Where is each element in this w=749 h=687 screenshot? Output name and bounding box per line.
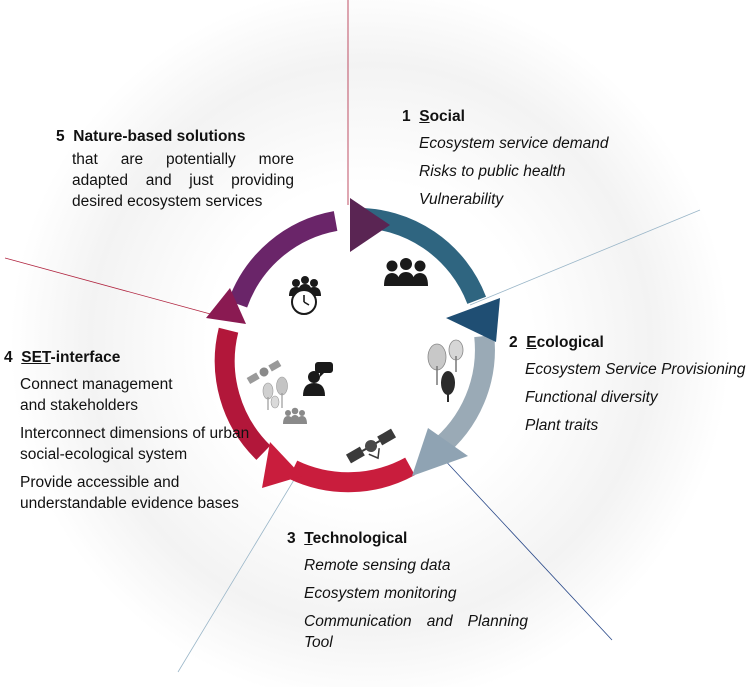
segment-social: 1 Social Ecosystem service demand Risks … xyxy=(402,106,609,217)
divider-bottom-right xyxy=(439,454,613,641)
arrowhead-nbs xyxy=(206,288,246,324)
presenter-icon xyxy=(303,362,333,396)
social-item: Vulnerability xyxy=(419,191,504,208)
segment-ecological-title-underlined: E xyxy=(526,334,537,351)
set-interface-item: Provide accessible and understandable ev… xyxy=(20,474,239,512)
divider-bottom-left xyxy=(177,469,301,673)
ring-arc-nbs xyxy=(228,211,338,308)
segment-technological-title-underlined: T xyxy=(304,530,313,547)
segment-social-number: 1 xyxy=(402,108,411,125)
people-group-icon xyxy=(384,258,428,286)
segment-set-interface-number: 4 xyxy=(4,349,13,366)
ring xyxy=(214,207,495,493)
arrowhead-ecological xyxy=(446,298,500,342)
social-item: Ecosystem service demand xyxy=(419,135,609,152)
ecological-item: Plant traits xyxy=(525,417,599,434)
ring-arrowheads xyxy=(206,198,500,488)
set-interface-item: Connect management and stakeholders xyxy=(20,376,173,414)
segment-social-heading: 1 Social xyxy=(402,106,609,127)
segment-technological-heading: 3 Technological xyxy=(287,528,537,549)
ecological-item: Ecosystem Service Provisioning xyxy=(525,361,746,378)
segment-social-title-rest: ocial xyxy=(429,108,465,125)
ring-arc-ecological xyxy=(429,335,495,459)
arrowhead-technological xyxy=(412,428,468,476)
arrowhead-set-interface xyxy=(262,442,302,488)
segment-technological-number: 3 xyxy=(287,530,296,547)
segment-nbs-heading: 5 Nature-based solutions xyxy=(56,126,294,147)
segment-nbs-text: that are potentially more adapted and ju… xyxy=(72,151,294,210)
technological-item: Communication and Planning Tool xyxy=(304,613,528,651)
segment-set-interface: 4 SET-interface Connect management and s… xyxy=(4,347,269,521)
segment-nbs: 5 Nature-based solutions that are potent… xyxy=(56,126,294,212)
divider-right xyxy=(469,209,701,306)
set-interface-item: Interconnect dimensions of urban social-… xyxy=(20,425,250,463)
segment-social-title-underlined: S xyxy=(419,108,430,125)
ring-arc-set-interface xyxy=(214,327,271,460)
segment-set-interface-title-underlined: SET xyxy=(21,349,51,366)
segment-ecological-heading: 2 Ecological xyxy=(509,332,749,353)
technological-item: Ecosystem monitoring xyxy=(304,585,457,602)
segment-set-interface-title-rest: -interface xyxy=(50,349,121,366)
arrowhead-social xyxy=(350,198,390,252)
technological-item: Remote sensing data xyxy=(304,557,451,574)
segment-nbs-title: Nature-based solutions xyxy=(73,128,246,145)
segment-nbs-number: 5 xyxy=(56,128,65,145)
segment-ecological-title-rest: cological xyxy=(536,334,604,351)
divider-left xyxy=(4,257,226,319)
segment-ecological: 2 Ecological Ecosystem Service Provision… xyxy=(509,332,749,443)
ring-arc-technological xyxy=(288,457,415,493)
social-item: Risks to public health xyxy=(419,163,566,180)
segment-set-interface-heading: 4 SET-interface xyxy=(4,347,269,368)
satellite-icon xyxy=(345,428,397,464)
segment-ecological-number: 2 xyxy=(509,334,518,351)
clock-group-icon xyxy=(289,276,321,315)
set-interface-cluster-icon xyxy=(246,359,307,424)
ecological-item: Functional diversity xyxy=(525,389,658,406)
trees-icon xyxy=(427,339,464,402)
segment-dividers xyxy=(4,0,701,673)
background-halo xyxy=(10,0,730,687)
segment-technological: 3 Technological Remote sensing data Ecos… xyxy=(287,528,537,660)
segment-technological-title-rest: echnological xyxy=(312,530,408,547)
